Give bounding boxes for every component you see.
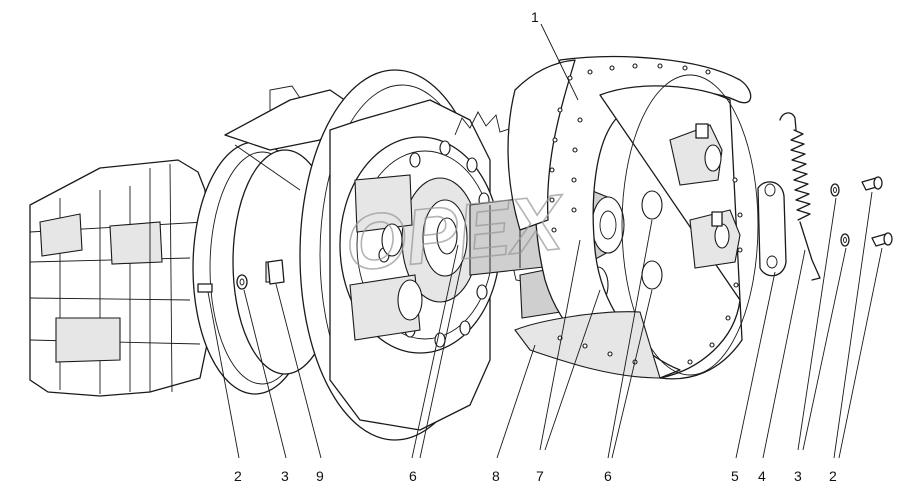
- lining-rivet-holes: [549, 63, 743, 365]
- leader-lines: [207, 23, 883, 459]
- callout-1-top: 1: [531, 9, 539, 25]
- callout-2-right: 2: [829, 468, 837, 484]
- callout-labels: 1 2 3 9 6 8 7 6 5 4 3 2: [234, 9, 837, 484]
- link-plate: [757, 181, 787, 277]
- callout-6-right: 6: [604, 468, 612, 484]
- callout-9: 9: [316, 468, 324, 484]
- brake-shoe-lining: [507, 55, 759, 380]
- return-spring: [779, 112, 821, 281]
- brake-backing-disc: [299, 69, 529, 441]
- callout-5: 5: [731, 468, 739, 484]
- callout-7: 7: [536, 468, 544, 484]
- callout-3-right: 3: [794, 468, 802, 484]
- callout-3-left: 3: [281, 468, 289, 484]
- callout-8: 8: [492, 468, 500, 484]
- axle-housing: [29, 159, 211, 397]
- callout-2-left: 2: [234, 468, 242, 484]
- right-fasteners: [830, 176, 893, 247]
- callout-4: 4: [758, 468, 766, 484]
- callout-6-left: 6: [409, 468, 417, 484]
- left-fasteners: [197, 259, 285, 293]
